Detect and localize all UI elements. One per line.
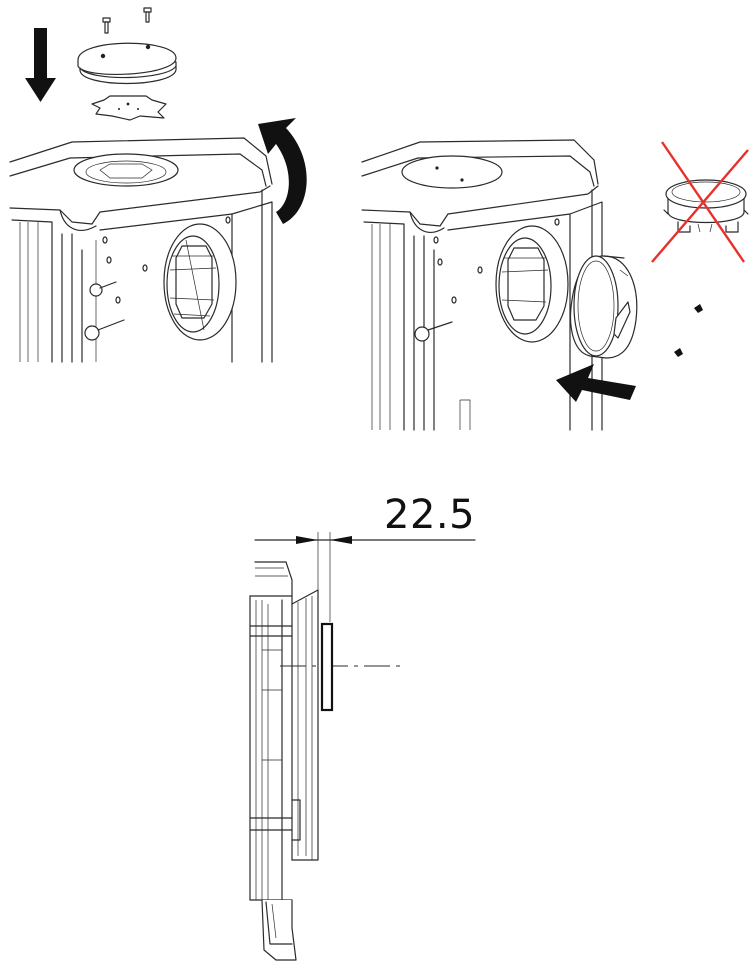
unit-side-profile [249, 561, 319, 961]
panel-remove-top-cap [9, 7, 307, 363]
rotate-arrow-icon [258, 118, 307, 224]
panel-side-view [249, 532, 476, 961]
unit-body-right [361, 139, 603, 431]
cross-out-icon [651, 141, 749, 263]
screw-icon [694, 304, 703, 313]
dimension-marker [254, 532, 476, 622]
dimension-label: 22.5 [384, 492, 476, 538]
adapter-ring [569, 255, 638, 359]
screw-icon [102, 17, 111, 34]
screw-icon [674, 348, 683, 357]
down-arrow-icon [25, 28, 56, 102]
adapter-profile [320, 622, 334, 712]
unit-body-left [9, 137, 273, 363]
cover-disk [77, 42, 177, 85]
insert-arrow-icon [556, 364, 636, 402]
screw-icon [143, 7, 152, 23]
gasket-plate [91, 95, 167, 121]
panel-insert-adapter [361, 139, 749, 431]
removed-cap [663, 179, 749, 233]
